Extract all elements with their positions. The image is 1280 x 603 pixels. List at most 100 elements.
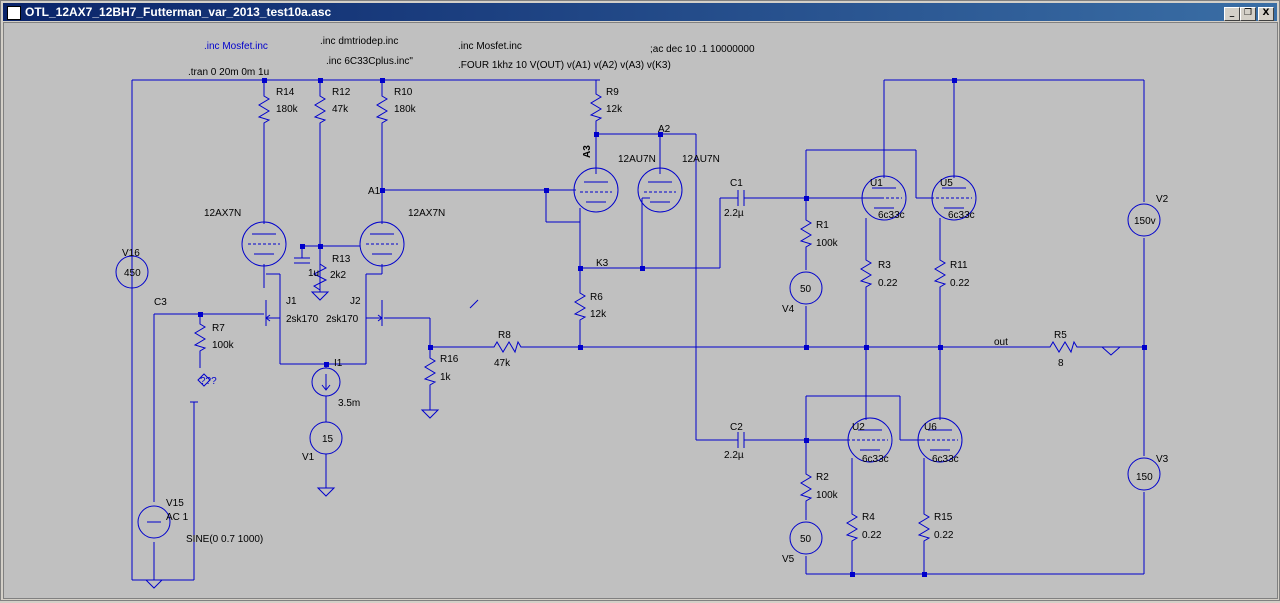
directive-ac[interactable]: ;ac dec 10 .1 10000000 (650, 44, 755, 55)
triode-U2[interactable] (847, 417, 893, 463)
resistor-R11[interactable] (934, 253, 946, 291)
jfet-J1[interactable] (265, 294, 281, 332)
triode-U5[interactable] (931, 175, 977, 221)
label-U2-model: 6c33c (862, 454, 889, 465)
schematic-canvas[interactable]: .inc Mosfet.inc .inc dmtriodep.inc .inc … (3, 22, 1278, 599)
label-V1-value: 15 (322, 434, 334, 445)
source-V1[interactable] (309, 421, 343, 455)
directive-inc-mosfet-2[interactable]: .inc Mosfet.inc (458, 41, 522, 52)
triode-U6[interactable] (917, 417, 963, 463)
label-R1-value: 100k (816, 238, 839, 249)
label-C3-ref: C3 (154, 297, 167, 308)
label-R10-value: 180k (394, 104, 417, 115)
net-label-out: out (994, 337, 1008, 348)
resistor-R15[interactable] (918, 507, 930, 545)
label-R1-ref: R1 (816, 220, 829, 231)
label-R12-value: 47k (332, 104, 349, 115)
source-V16[interactable] (115, 255, 149, 289)
directive-four[interactable]: .FOUR 1khz 10 V(OUT) v(A1) v(A2) v(A3) v… (458, 60, 671, 71)
label-J1-ref: J1 (286, 296, 297, 307)
resistor-R9[interactable] (590, 87, 602, 125)
label-A3-ref: A3 (582, 145, 593, 158)
label-R5-ref: R5 (1054, 330, 1067, 341)
resistor-R1[interactable] (800, 213, 812, 251)
label-R6-ref: R6 (590, 292, 603, 303)
resistor-R4[interactable] (846, 507, 858, 545)
schematic-drawing[interactable]: .inc Mosfet.inc .inc dmtriodep.inc .inc … (4, 23, 1277, 598)
label-R13-value: 2k2 (330, 270, 347, 281)
capacitor-C1[interactable] (732, 190, 750, 206)
source-V3[interactable] (1127, 457, 1161, 491)
label-12AU7-second-model: 12AU7N (682, 154, 720, 165)
resistor-R13[interactable] (312, 263, 328, 291)
label-V5-ref: V5 (782, 554, 795, 565)
resistor-R12[interactable] (314, 89, 326, 127)
resistor-R10[interactable] (376, 89, 388, 127)
label-V16-ref: V16 (122, 248, 140, 259)
net-label-A2: A2 (658, 124, 671, 135)
label-R5-value: 8 (1058, 358, 1064, 369)
directive-tran[interactable]: .tran 0 20m 0m 1u (188, 67, 269, 78)
label-V3-ref: V3 (1156, 454, 1169, 465)
resistor-R6[interactable] (574, 286, 586, 324)
label-V3-value: 150 (1136, 472, 1153, 483)
window-title: OTL_12AX7_12BH7_Futterman_var_2013_test1… (25, 5, 332, 19)
directive-inc-mosfet-1[interactable]: .inc Mosfet.inc (204, 41, 268, 52)
label-U6-ref: U6 (924, 422, 937, 433)
label-R15-ref: R15 (934, 512, 953, 523)
triode-12AX7-left[interactable] (241, 221, 287, 267)
title-bar[interactable]: OTL_12AX7_12BH7_Futterman_var_2013_test1… (3, 3, 1277, 21)
source-V5[interactable] (789, 521, 823, 555)
triode-U1[interactable] (861, 175, 907, 221)
label-R11-value: 0.22 (950, 278, 970, 289)
label-V2-ref: V2 (1156, 194, 1169, 205)
resistor-R16[interactable] (424, 351, 436, 389)
label-U1-ref: U1 (870, 178, 883, 189)
capacitor-R13-bypass[interactable] (294, 257, 310, 264)
resistor-R2[interactable] (800, 467, 812, 505)
jfet-J2[interactable] (365, 294, 383, 332)
label-R9-value: 12k (606, 104, 623, 115)
resistor-R14[interactable] (258, 89, 270, 127)
minimize-button[interactable]: _ (1224, 7, 1240, 21)
resistor-R8[interactable] (487, 341, 525, 353)
label-J1-value: 2sk170 (286, 314, 319, 325)
label-V4-value: 50 (800, 284, 812, 295)
capacitor-C2[interactable] (732, 432, 750, 448)
wires (131, 79, 1145, 581)
close-button[interactable]: X (1258, 7, 1274, 21)
triode-12AX7-right[interactable] (359, 221, 405, 267)
label-I1-value: 3.5m (338, 398, 360, 409)
label-A3-model: 12AU7N (618, 154, 656, 165)
label-U6-model: 6c33c (932, 454, 959, 465)
resistor-R3[interactable] (860, 253, 872, 291)
source-I1[interactable] (311, 367, 341, 397)
label-R8-value: 47k (494, 358, 511, 369)
resistor-R7[interactable] (194, 317, 206, 355)
directive-inc-6c33[interactable]: .inc 6C33Cplus.inc" (326, 56, 413, 67)
label-R10-ref: R10 (394, 87, 413, 98)
label-R4-ref: R4 (862, 512, 875, 523)
label-I1-ref: I1 (334, 358, 343, 369)
label-V4-ref: V4 (782, 304, 795, 315)
label-R7-ref: R7 (212, 323, 225, 334)
source-V15[interactable] (137, 505, 171, 539)
ground-symbols (144, 291, 1122, 589)
triode-12AU7-second[interactable] (637, 167, 683, 213)
label-R2-ref: R2 (816, 472, 829, 483)
label-R3-value: 0.22 (878, 278, 898, 289)
schematic-app-icon (7, 6, 21, 20)
source-V4[interactable] (789, 271, 823, 305)
triode-12AU7-A3[interactable] (573, 167, 619, 213)
label-U5-ref: U5 (940, 178, 953, 189)
directive-inc-dmtriodep[interactable]: .inc dmtriodep.inc (320, 36, 398, 47)
label-R14-value: 180k (276, 104, 299, 115)
label-R2-value: 100k (816, 490, 839, 501)
source-V2[interactable] (1127, 203, 1161, 237)
resistor-R5[interactable] (1043, 341, 1081, 353)
label-J2-value: 2sk170 (326, 314, 359, 325)
label-V1-ref: V1 (302, 452, 315, 463)
restore-button[interactable]: ❐ (1240, 7, 1256, 21)
label-R4-value: 0.22 (862, 530, 882, 541)
